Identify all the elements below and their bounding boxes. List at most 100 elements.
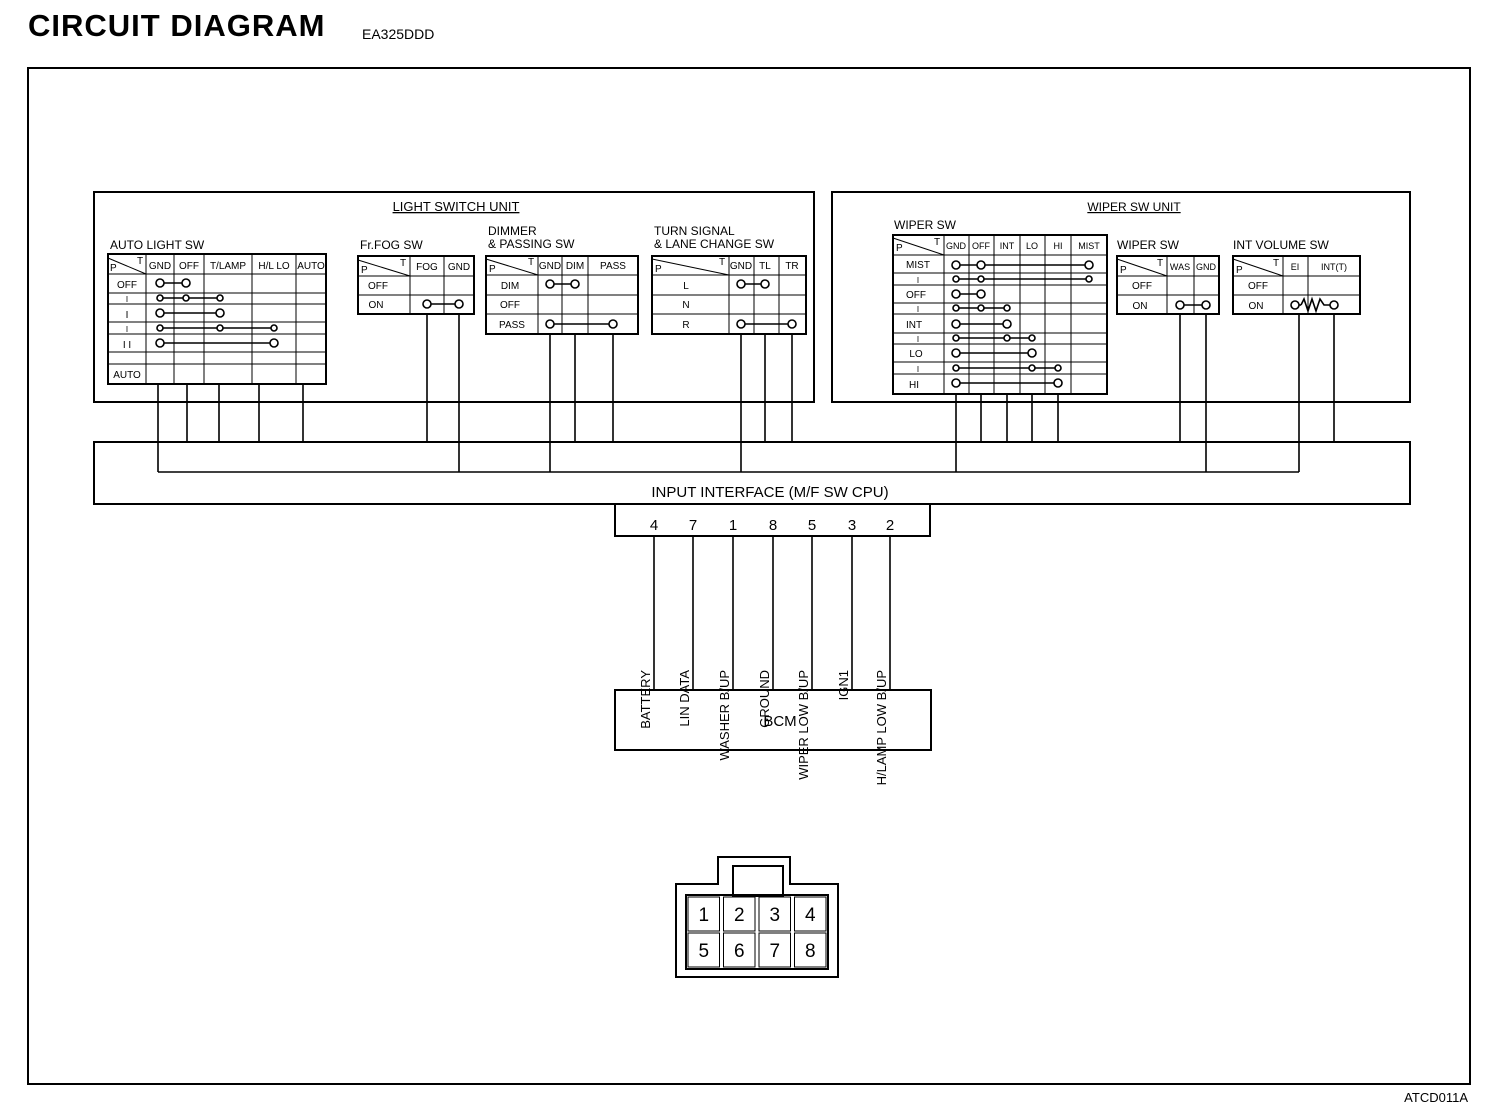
row-1c: I <box>126 325 128 334</box>
outer-frame <box>27 67 1471 1085</box>
connector-pin-number: 8 <box>805 941 816 962</box>
col-fog: FOG <box>416 262 438 273</box>
switch-wiring <box>157 314 1335 472</box>
connector-pin-number: 4 <box>805 905 816 926</box>
pt-t: T <box>719 257 725 268</box>
row-hi: HI <box>909 380 919 391</box>
wiper-unit-frame <box>831 191 1411 403</box>
col-hl-lo: H/L LO <box>258 261 290 272</box>
bcm-label: BCM <box>763 713 796 730</box>
col-tr: TR <box>785 261 798 272</box>
turn-signal-switch: TURN SIGNAL & LANE CHANGE SW P T GND TL … <box>651 224 807 335</box>
row-n: N <box>682 300 689 311</box>
wiper-switch: WIPER SW P T GND OFF INT LO HI MI <box>892 218 1108 395</box>
row-1d: I <box>917 365 919 374</box>
wiper-unit-label: WIPER SW UNIT <box>1087 200 1181 214</box>
row-off: OFF <box>906 290 926 301</box>
bcm-frame <box>614 689 932 751</box>
connector-cell <box>758 932 791 968</box>
connector-cell <box>687 896 720 932</box>
pt-t: T <box>528 257 534 268</box>
row-on: ON <box>1133 301 1148 312</box>
pin-signal-label: BATTERY <box>638 670 653 729</box>
row-l: L <box>683 281 689 292</box>
connector-pin-number: 7 <box>769 941 780 962</box>
row-1a: I <box>126 295 128 304</box>
intvol-title: INT VOLUME SW <box>1233 238 1329 252</box>
row-lo: LO <box>909 349 923 360</box>
pt-p: P <box>1236 265 1243 276</box>
col-mist: MIST <box>1078 241 1100 251</box>
col-dim: DIM <box>566 261 584 272</box>
col-gnd: GND <box>1196 262 1217 272</box>
turn-title-1: TURN SIGNAL <box>654 224 735 238</box>
row-off: OFF <box>1132 281 1152 292</box>
pin-number: 2 <box>886 517 894 534</box>
connector-pin-number: 1 <box>698 905 709 926</box>
pt-p: P <box>110 263 117 274</box>
col-tlamp: T/LAMP <box>210 261 246 272</box>
col-int: INT <box>1000 241 1015 251</box>
row-int: INT <box>906 320 922 331</box>
pin-signal-label: WASHER B/UP <box>717 670 732 761</box>
row-mist: MIST <box>906 260 930 271</box>
row-r: R <box>682 320 689 331</box>
light-switch-unit: LIGHT SWITCH UNIT AUTO LIGHT SW P T GND … <box>93 191 815 403</box>
row-on: ON <box>1249 301 1264 312</box>
auto-light-table <box>107 253 327 385</box>
washer-switch: WIPER SW P T WAS GND OFF ON <box>1116 238 1220 315</box>
pin-number: 7 <box>689 517 697 534</box>
row-on: ON <box>369 300 384 311</box>
col-int-t: INT(T) <box>1321 262 1347 272</box>
washer-title: WIPER SW <box>1117 238 1180 252</box>
connector-cell <box>794 896 827 932</box>
connector-cell <box>723 896 756 932</box>
col-gnd: GND <box>448 262 470 273</box>
light-unit-frame <box>93 191 815 403</box>
pin-signal-label: IGN1 <box>836 670 851 700</box>
pin-signal-label: WIPER LOW B/UP <box>796 670 811 780</box>
connector-pin-number: 6 <box>734 941 745 962</box>
pin-2: 2H/LAMP LOW B/UP <box>874 517 894 785</box>
auto-light-title: AUTO LIGHT SW <box>110 238 205 252</box>
pin-number: 1 <box>729 517 737 534</box>
turn-title-2: & LANE CHANGE SW <box>654 237 775 251</box>
pin-number: 3 <box>848 517 856 534</box>
auto-light-switch: AUTO LIGHT SW P T GND OFF T/LAMP H/L LO … <box>107 238 327 385</box>
row-off: OFF <box>500 300 520 311</box>
fog-table <box>357 255 475 315</box>
pt-t: T <box>400 258 406 269</box>
col-lo: LO <box>1026 241 1038 251</box>
connector-latch <box>732 865 784 897</box>
input-interface: INPUT INTERFACE (M/F SW CPU) <box>93 441 1411 505</box>
pin-signal-label: H/LAMP LOW B/UP <box>874 670 889 785</box>
col-ei: EI <box>1291 262 1300 272</box>
row-dim: DIM <box>501 281 519 292</box>
light-unit-label: LIGHT SWITCH UNIT <box>393 199 520 214</box>
col-was: WAS <box>1170 262 1190 272</box>
intvol-table <box>1232 255 1361 315</box>
dimmer-switch: DIMMER & PASSING SW P T GND DIM PASS DIM… <box>485 224 639 335</box>
col-gnd: GND <box>730 261 752 272</box>
pin-signal-label: LIN DATA <box>677 670 692 727</box>
connector-housing <box>675 856 839 978</box>
row-off: OFF <box>368 281 388 292</box>
col-gnd: GND <box>539 261 561 272</box>
col-auto: AUTO <box>297 261 325 272</box>
pt-t: T <box>1273 258 1279 269</box>
connector-pin-number: 2 <box>734 905 745 926</box>
connector-cell <box>794 932 827 968</box>
pt-t: T <box>1157 258 1163 269</box>
col-hi: HI <box>1054 241 1063 251</box>
wiper-switch-unit: WIPER SW UNIT WIPER SW P T GND OFF <box>831 191 1411 403</box>
connector-cell <box>758 896 791 932</box>
col-tl: TL <box>759 261 771 272</box>
pt-p: P <box>361 265 368 276</box>
